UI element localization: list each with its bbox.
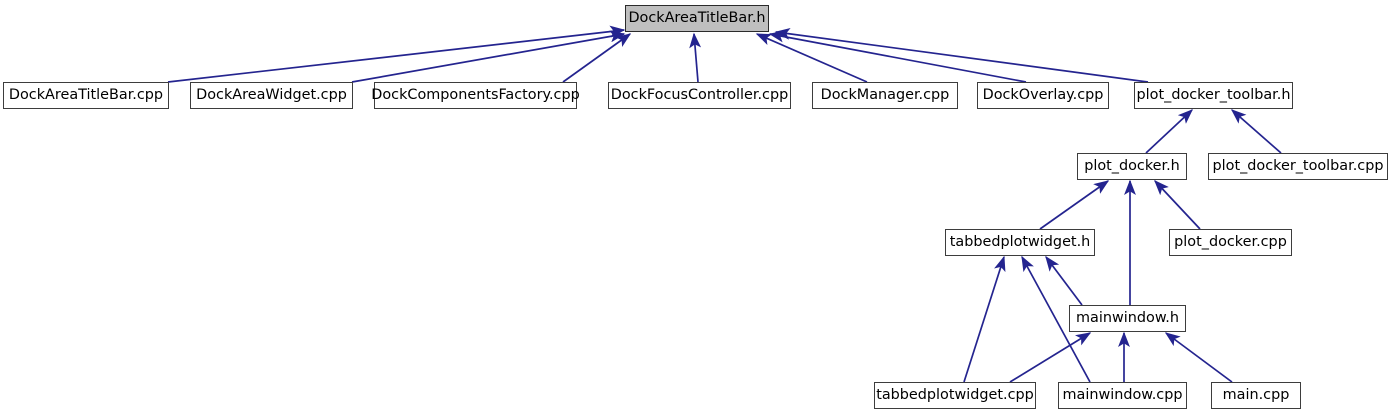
- graph-node-label: plot_docker.cpp: [1174, 234, 1287, 251]
- graph-node-label: mainwindow.cpp: [1062, 387, 1183, 404]
- graph-node-label: tabbedplotwidget.h: [949, 234, 1091, 251]
- graph-node-dockareawidget_cpp[interactable]: DockAreaWidget.cpp: [190, 82, 353, 109]
- graph-edge-mainwindow_cpp-to-tabbedplotwidget_h: [1021, 255, 1091, 383]
- graph-node-label: DockOverlay.cpp: [982, 87, 1104, 104]
- graph-node-label: mainwindow.h: [1076, 310, 1179, 327]
- graph-node-dockcomponentsfactory_cpp[interactable]: DockComponentsFactory.cpp: [371, 82, 580, 109]
- graph-node-dockareatitlebar_cpp[interactable]: DockAreaTitleBar.cpp: [3, 82, 169, 109]
- graph-node-tabbedplotwidget_cpp[interactable]: tabbedplotwidget.cpp: [874, 382, 1036, 409]
- graph-node-tabbedplotwidget_h[interactable]: tabbedplotwidget.h: [945, 229, 1095, 256]
- graph-node-dockoverlay_cpp[interactable]: DockOverlay.cpp: [977, 82, 1109, 109]
- graph-edge-plot_docker_toolbar_h-to-root: [774, 27, 1149, 83]
- graph-edge-dockareawidget_cpp-to-root: [351, 30, 626, 83]
- graph-node-label: DockFocusController.cpp: [610, 87, 789, 104]
- graph-node-label: main.cpp: [1222, 387, 1290, 404]
- graph-node-root[interactable]: DockAreaTitleBar.h: [625, 5, 769, 32]
- graph-edge-dockoverlay_cpp-to-root: [768, 30, 1027, 83]
- graph-node-mainwindow_h[interactable]: mainwindow.h: [1069, 305, 1186, 332]
- graph-edge-tabbedplotwidget_cpp-to-mainwindow_h: [1009, 332, 1092, 383]
- graph-node-label: DockAreaWidget.cpp: [196, 87, 347, 104]
- graph-edge-tabbedplotwidget_cpp-to-tabbedplotwidget_h: [963, 255, 1006, 383]
- edge-group: [167, 25, 1282, 383]
- graph-node-plot_docker_toolbar_cpp[interactable]: plot_docker_toolbar.cpp: [1208, 153, 1388, 180]
- graph-node-dockmanager_cpp[interactable]: DockManager.cpp: [812, 82, 958, 109]
- graph-node-label: plot_docker.h: [1084, 158, 1180, 175]
- graph-node-label: DockAreaTitleBar.cpp: [8, 87, 164, 104]
- graph-edge-mainwindow_h-to-tabbedplotwidget_h: [1045, 255, 1083, 306]
- graph-node-dockfocuscontroller_cpp[interactable]: DockFocusController.cpp: [608, 82, 791, 109]
- graph-edge-main_cpp-to-mainwindow_h: [1164, 332, 1233, 383]
- graph-node-label: tabbedplotwidget.cpp: [876, 387, 1034, 404]
- graph-node-label: DockAreaTitleBar.h: [628, 10, 766, 27]
- graph-edge-dockfocuscontroller_cpp-to-root: [689, 32, 702, 83]
- graph-node-plot_docker_h[interactable]: plot_docker.h: [1077, 153, 1187, 180]
- graph-edge-dockcomponentsfactory_cpp-to-root: [562, 33, 632, 83]
- graph-edge-plot_docker_h-to-plot_docker_toolbar_h: [1145, 109, 1193, 154]
- graph-node-mainwindow_cpp[interactable]: mainwindow.cpp: [1058, 382, 1187, 409]
- graph-edge-plot_docker_cpp-to-plot_docker_h: [1154, 180, 1201, 230]
- graph-node-plot_docker_toolbar_h[interactable]: plot_docker_toolbar.h: [1134, 82, 1293, 109]
- graph-edge-tabbedplotwidget_h-to-plot_docker_h: [1039, 180, 1110, 230]
- graph-edge-dockareatitlebar_cpp-to-root: [167, 25, 626, 83]
- graph-node-main_cpp[interactable]: main.cpp: [1211, 382, 1301, 409]
- graph-node-label: DockManager.cpp: [820, 87, 950, 104]
- graph-node-label: plot_docker_toolbar.cpp: [1212, 158, 1384, 175]
- graph-node-label: DockComponentsFactory.cpp: [371, 87, 580, 104]
- graph-node-label: plot_docker_toolbar.h: [1136, 87, 1291, 104]
- graph-node-plot_docker_cpp[interactable]: plot_docker.cpp: [1169, 229, 1292, 256]
- graph-edge-plot_docker_toolbar_cpp-to-plot_docker_toolbar_h: [1230, 109, 1282, 154]
